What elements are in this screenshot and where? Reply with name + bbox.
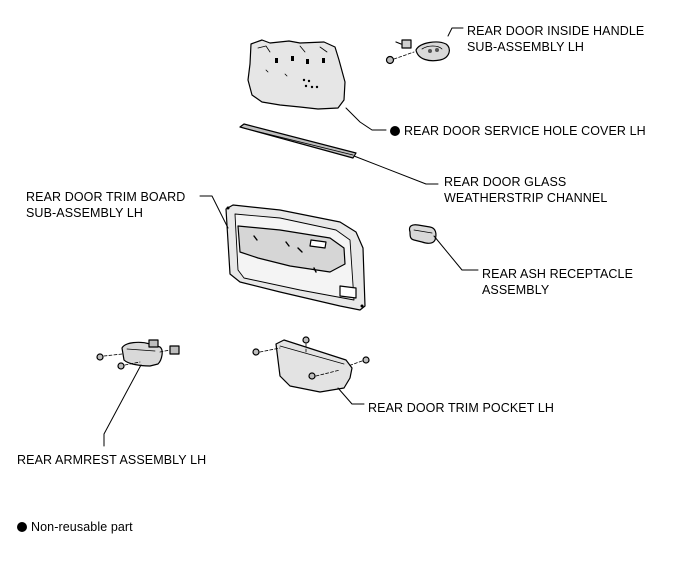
weatherstrip-part	[239, 123, 357, 159]
label-trim-pocket: REAR DOOR TRIM POCKET LH	[368, 401, 554, 415]
label-service-hole-cover: REAR DOOR SERVICE HOLE COVER LH	[390, 123, 646, 139]
leader-armrest	[103, 364, 142, 447]
service-hole-cover-part	[247, 39, 346, 110]
label-service-hole-cover-text: REAR DOOR SERVICE HOLE COVER LH	[404, 124, 646, 138]
label-inside-handle-line2: SUB-ASSEMBLY LH	[467, 40, 585, 54]
label-armrest: REAR ARMREST ASSEMBLY LH	[17, 453, 207, 467]
label-weatherstrip-line2: WEATHERSTRIP CHANNEL	[444, 191, 608, 205]
label-ash-receptacle-line1: REAR ASH RECEPTACLE	[482, 267, 634, 281]
armrest-part	[96, 339, 180, 370]
leader-trim-pocket	[337, 387, 365, 405]
leader-trim-board	[199, 195, 229, 229]
inside-handle-part	[385, 39, 450, 65]
leader-ash-receptacle	[433, 235, 479, 271]
leader-lines	[103, 27, 479, 447]
non-reusable-dot-icon	[390, 126, 400, 136]
ash-receptacle-part	[408, 224, 437, 244]
legend-text: Non-reusable part	[31, 520, 133, 534]
trim-pocket-part	[252, 336, 370, 393]
legend: Non-reusable part	[17, 519, 133, 535]
label-weatherstrip-line1: REAR DOOR GLASS	[444, 175, 567, 189]
trim-board-part	[225, 204, 366, 311]
legend-dot-icon	[17, 522, 27, 532]
label-trim-board-line2: SUB-ASSEMBLY LH	[26, 206, 144, 220]
leader-inside-handle	[447, 27, 464, 37]
label-ash-receptacle-line2: ASSEMBLY	[482, 283, 550, 297]
leader-weatherstrip	[353, 155, 439, 185]
label-inside-handle-line1: REAR DOOR INSIDE HANDLE	[467, 24, 645, 38]
leader-service-hole-cover	[345, 107, 387, 131]
label-trim-board-line1: REAR DOOR TRIM BOARD	[26, 190, 186, 204]
